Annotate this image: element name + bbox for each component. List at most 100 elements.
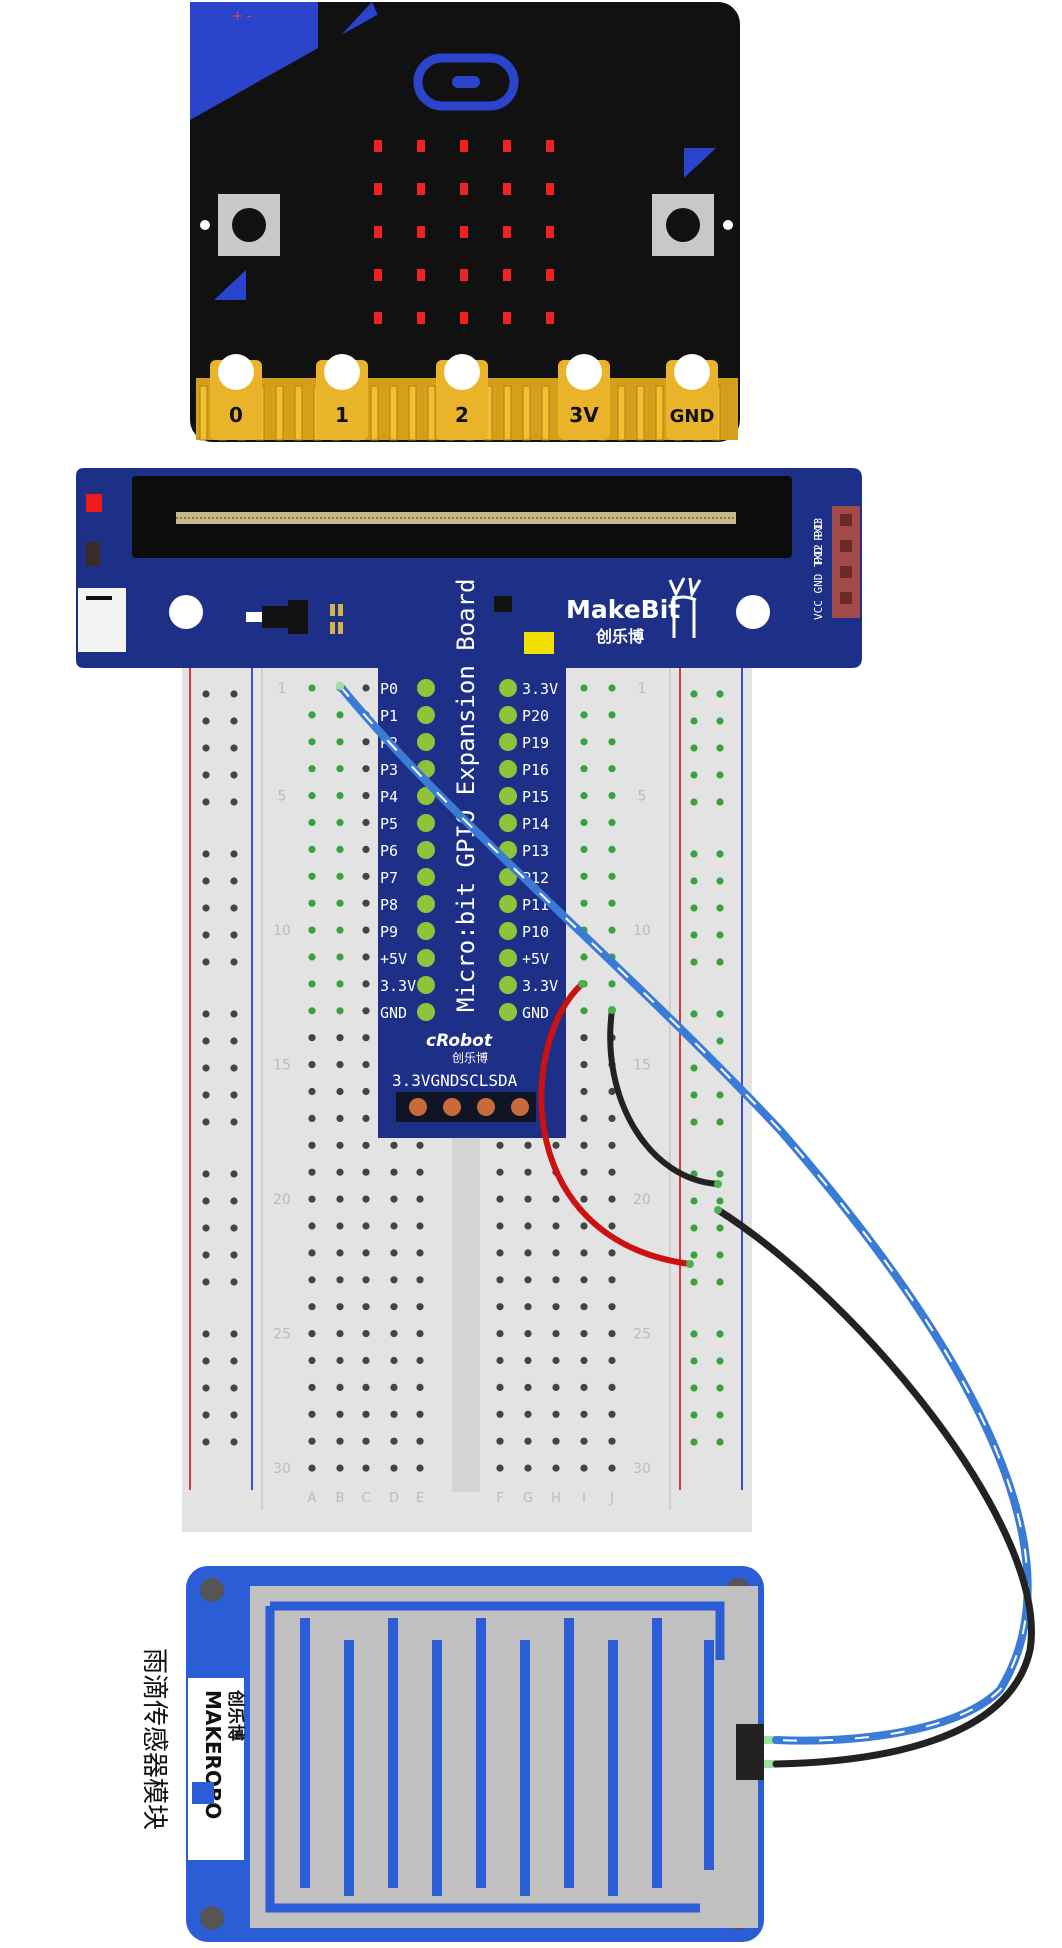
gpio-pin-right[interactable] bbox=[499, 895, 517, 913]
gpio-pin-left[interactable] bbox=[417, 706, 435, 724]
rail-hole[interactable] bbox=[690, 717, 698, 725]
rail-hole[interactable] bbox=[230, 958, 238, 966]
breadboard-hole[interactable] bbox=[362, 1464, 370, 1472]
breadboard-hole[interactable] bbox=[524, 1330, 532, 1338]
breadboard-hole[interactable] bbox=[524, 1249, 532, 1257]
breadboard-hole[interactable] bbox=[496, 1276, 504, 1284]
breadboard-hole[interactable] bbox=[552, 1222, 560, 1230]
breadboard-hole[interactable] bbox=[336, 872, 344, 880]
rail-hole[interactable] bbox=[202, 877, 210, 885]
breadboard-hole[interactable] bbox=[362, 1141, 370, 1149]
gpio-pin-right[interactable] bbox=[499, 706, 517, 724]
breadboard-hole[interactable] bbox=[524, 1437, 532, 1445]
uart-pin[interactable] bbox=[840, 540, 852, 552]
breadboard-hole[interactable] bbox=[580, 1087, 588, 1096]
breadboard-hole[interactable] bbox=[336, 1437, 344, 1445]
rail-hole[interactable] bbox=[716, 717, 724, 725]
breadboard-hole[interactable] bbox=[362, 953, 370, 961]
rail-hole[interactable] bbox=[230, 1064, 238, 1072]
rail-hole[interactable] bbox=[230, 690, 238, 698]
breadboard-hole[interactable] bbox=[496, 1249, 504, 1257]
power-wire[interactable] bbox=[538, 981, 693, 1267]
breadboard-hole[interactable] bbox=[362, 818, 370, 827]
breadboard-hole[interactable] bbox=[524, 1195, 532, 1203]
breadboard-hole[interactable] bbox=[524, 1464, 532, 1472]
breadboard-hole[interactable] bbox=[608, 980, 616, 988]
breadboard-hole[interactable] bbox=[608, 1276, 616, 1284]
rail-hole[interactable] bbox=[716, 1411, 724, 1419]
breadboard-hole[interactable] bbox=[336, 711, 344, 719]
breadboard-hole[interactable] bbox=[362, 684, 370, 692]
rail-hole[interactable] bbox=[230, 1330, 238, 1338]
rail-hole[interactable] bbox=[690, 1251, 698, 1259]
breadboard-hole[interactable] bbox=[608, 684, 616, 692]
rail-hole[interactable] bbox=[230, 931, 238, 939]
breadboard-hole[interactable] bbox=[608, 1437, 616, 1445]
breadboard-hole[interactable] bbox=[362, 738, 370, 746]
breadboard-hole[interactable] bbox=[308, 1034, 316, 1042]
rail-hole[interactable] bbox=[690, 1118, 698, 1126]
rail-hole[interactable] bbox=[690, 931, 698, 939]
rail-hole[interactable] bbox=[202, 850, 210, 858]
breadboard-hole[interactable] bbox=[390, 1437, 398, 1445]
gpio-pin-left[interactable] bbox=[417, 949, 435, 967]
rail-hole[interactable] bbox=[202, 931, 210, 939]
gpio-pin-left[interactable] bbox=[417, 679, 435, 697]
breadboard-hole[interactable] bbox=[390, 1464, 398, 1472]
breadboard-hole[interactable] bbox=[496, 1410, 504, 1418]
breadboard-hole[interactable] bbox=[580, 711, 588, 719]
breadboard-hole[interactable] bbox=[390, 1356, 398, 1365]
rail-hole[interactable] bbox=[230, 1197, 238, 1205]
breadboard-hole[interactable] bbox=[336, 1356, 344, 1365]
rail-hole[interactable] bbox=[690, 1091, 698, 1099]
breadboard-hole[interactable] bbox=[608, 1087, 616, 1096]
breadboard-hole[interactable] bbox=[336, 738, 344, 746]
rail-hole[interactable] bbox=[230, 771, 238, 779]
breadboard-hole[interactable] bbox=[580, 1276, 588, 1284]
breadboard-hole[interactable] bbox=[416, 1222, 424, 1230]
breadboard-hole[interactable] bbox=[336, 1034, 344, 1042]
rail-hole[interactable] bbox=[202, 1330, 210, 1338]
breadboard-hole[interactable] bbox=[308, 899, 316, 907]
breadboard-hole[interactable] bbox=[580, 1330, 588, 1338]
breadboard-hole[interactable] bbox=[362, 1303, 370, 1311]
breadboard-hole[interactable] bbox=[336, 1303, 344, 1311]
breadboard-hole[interactable] bbox=[308, 1222, 316, 1230]
uart-pin[interactable] bbox=[840, 514, 852, 526]
breadboard-hole[interactable] bbox=[336, 980, 344, 988]
breadboard-hole[interactable] bbox=[362, 872, 370, 880]
breadboard-hole[interactable] bbox=[552, 1464, 560, 1472]
breadboard-hole[interactable] bbox=[362, 1007, 370, 1015]
rail-hole[interactable] bbox=[690, 1278, 698, 1286]
rail-hole[interactable] bbox=[716, 1118, 724, 1126]
breadboard-hole[interactable] bbox=[416, 1303, 424, 1311]
breadboard-hole[interactable] bbox=[336, 792, 344, 800]
breadboard-hole[interactable] bbox=[308, 711, 316, 719]
breadboard-hole[interactable] bbox=[416, 1383, 424, 1391]
breadboard-hole[interactable] bbox=[336, 1383, 344, 1391]
breadboard-hole[interactable] bbox=[362, 1437, 370, 1445]
breadboard-hole[interactable] bbox=[416, 1249, 424, 1257]
breadboard-hole[interactable] bbox=[308, 953, 316, 961]
breadboard-hole[interactable] bbox=[608, 1114, 616, 1122]
breadboard-hole[interactable] bbox=[524, 1303, 532, 1311]
rail-hole[interactable] bbox=[230, 717, 238, 725]
rail-hole[interactable] bbox=[202, 1438, 210, 1446]
breadboard-hole[interactable] bbox=[608, 792, 616, 800]
breadboard-hole[interactable] bbox=[580, 1007, 588, 1015]
rail-hole[interactable] bbox=[202, 798, 210, 806]
breadboard-hole[interactable] bbox=[336, 1464, 344, 1472]
rail-hole[interactable] bbox=[716, 904, 724, 912]
microbit-pin-gnd[interactable]: GND bbox=[666, 354, 718, 440]
rail-hole[interactable] bbox=[716, 1197, 724, 1205]
gpio-pin-left[interactable] bbox=[417, 868, 435, 886]
breadboard-hole[interactable] bbox=[608, 1410, 616, 1418]
breadboard-hole[interactable] bbox=[336, 818, 344, 827]
breadboard-hole[interactable] bbox=[580, 792, 588, 800]
rail-hole[interactable] bbox=[716, 771, 724, 779]
breadboard-hole[interactable] bbox=[308, 1087, 316, 1096]
breadboard-hole[interactable] bbox=[608, 818, 616, 827]
i2c-pin[interactable] bbox=[511, 1098, 529, 1116]
breadboard-hole[interactable] bbox=[608, 1195, 616, 1203]
rail-hole[interactable] bbox=[230, 1118, 238, 1126]
